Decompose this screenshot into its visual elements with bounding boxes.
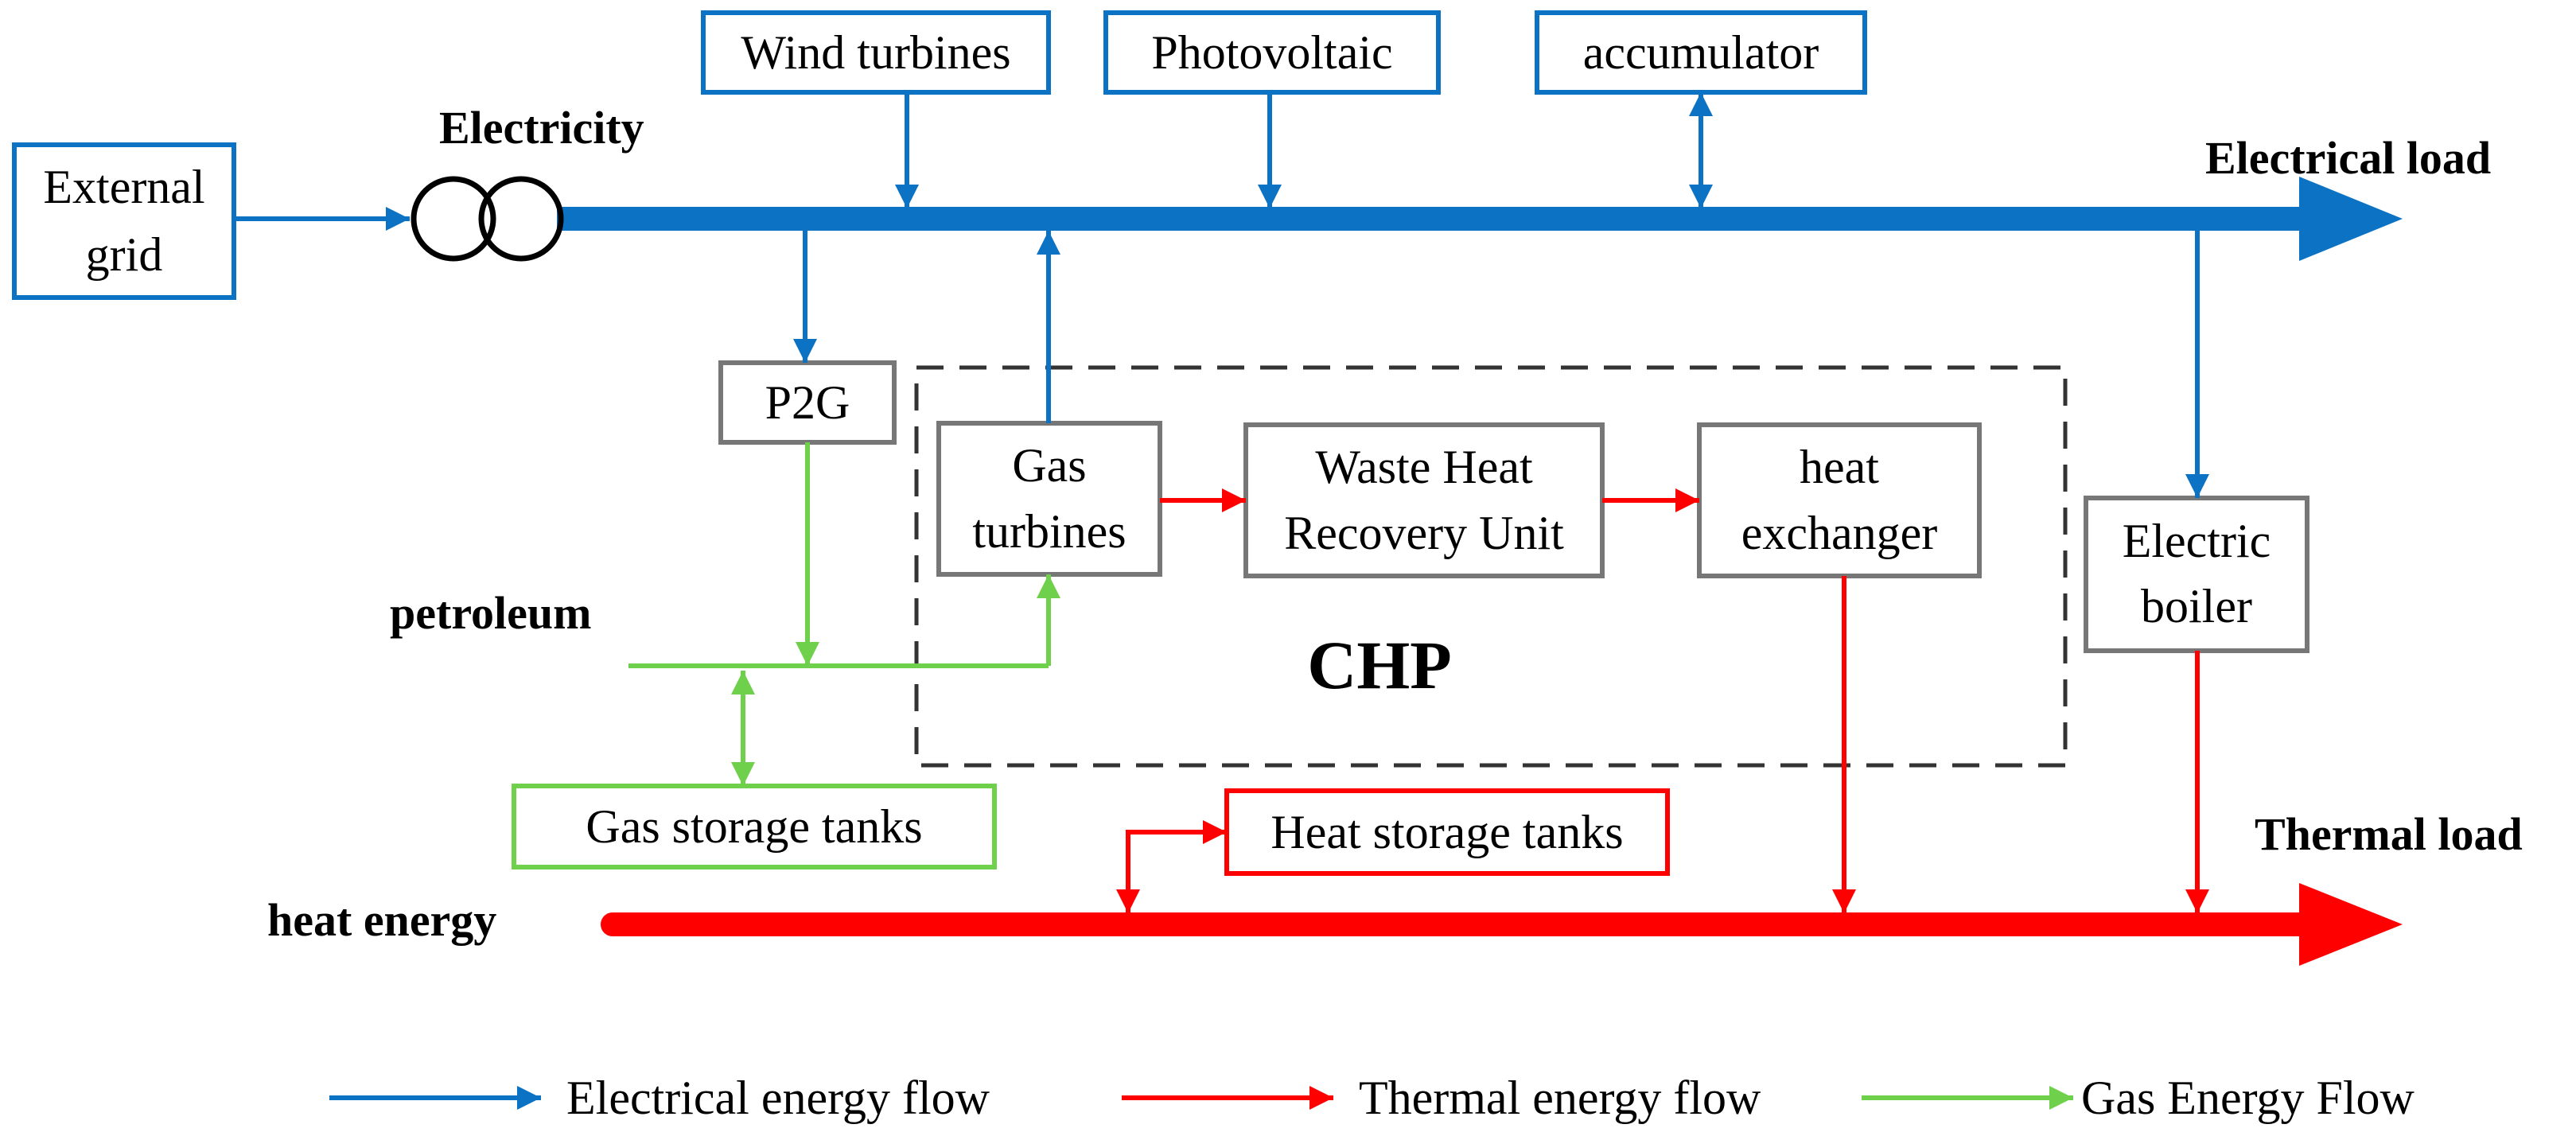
heat-exchanger-label-2: exchanger [1741,507,1938,559]
electric-boiler-node: Electric boiler [2084,496,2309,653]
accumulator-label: accumulator [1583,26,1819,79]
heat-bus [601,883,2403,966]
legend-electrical-label: Electrical energy flow [566,1072,990,1124]
legend-gas-label: Gas Energy Flow [2081,1072,2415,1124]
gas-storage-tanks-node: Gas storage tanks [512,784,997,870]
heat-energy-label: heat energy [267,894,496,946]
waste-heat-recovery-node: Waste Heat Recovery Unit [1243,422,1605,578]
accumulator-node: accumulator [1535,10,1867,95]
heat-exchanger-label-1: heat [1800,441,1879,493]
electric-boiler-label-1: Electric [2123,515,2271,567]
p2g-label: P2G [765,376,850,429]
heat-exchanger-node: heat exchanger [1697,422,1982,578]
electricity-bus [557,177,2403,261]
wind-turbines-label: Wind turbines [741,26,1010,79]
heat-storage-tanks-node: Heat storage tanks [1224,788,1670,876]
legend: Electrical energy flow Thermal energy fl… [329,1072,2415,1124]
gas-storage-label: Gas storage tanks [586,800,922,853]
external-grid-label-1: External [43,161,204,213]
gas-turbines-label-1: Gas [1012,439,1086,492]
gas-turbines-label-2: turbines [972,505,1126,558]
transformer-icon [411,176,564,262]
waste-heat-label-1: Waste Heat [1315,441,1533,493]
electricity-label: Electricity [439,102,644,154]
thermal-load-label: Thermal load [2255,808,2523,860]
chp-label: CHP [1307,627,1452,703]
heat-storage-to-bus-arrow [1116,830,1227,913]
gas-turbines-node: Gas turbines [936,421,1162,577]
legend-thermal-label: Thermal energy flow [1359,1072,1761,1124]
photovoltaic-node: Photovoltaic [1103,10,1441,95]
waste-heat-label-2: Recovery Unit [1284,507,1564,559]
photovoltaic-label: Photovoltaic [1151,26,1392,79]
external-grid-label-2: grid [86,228,163,281]
electrical-load-label: Electrical load [2205,132,2491,184]
wind-turbines-node: Wind turbines [701,10,1051,95]
petroleum-label: petroleum [390,587,591,639]
chp-boundary [914,365,2068,768]
external-grid-node: External grid [12,142,236,300]
p2g-node: P2G [718,360,897,445]
electric-boiler-label-2: boiler [2141,580,2252,632]
heat-storage-label: Heat storage tanks [1270,806,1623,858]
